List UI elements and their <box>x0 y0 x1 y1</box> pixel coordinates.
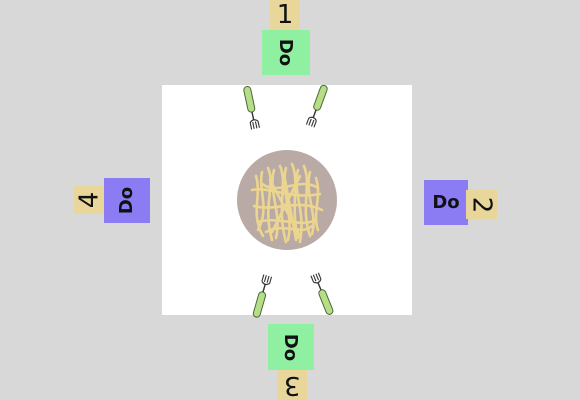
seat-4-number-label: 4 <box>74 191 105 209</box>
seat-2-number-label: 2 <box>466 196 497 213</box>
seat-3-number-label: 3 <box>283 370 301 400</box>
dining-table <box>162 85 412 315</box>
seat-1-number: 1 <box>270 0 300 30</box>
seat-1-number-label: 1 <box>276 0 294 30</box>
seat-4-marker: Do <box>116 186 138 215</box>
seat-2-card[interactable]: Do <box>424 180 468 225</box>
seat-1-marker: Do <box>275 38 297 67</box>
seat-4-number: 4 <box>74 186 105 214</box>
seat-1-card[interactable]: Do <box>262 30 310 75</box>
seat-2-number: 2 <box>466 190 497 219</box>
seat-3-card[interactable]: Do <box>268 324 314 370</box>
seat-2-marker: Do <box>432 192 460 213</box>
seat-3-marker: Do <box>280 333 302 361</box>
seat-3-number: 3 <box>277 370 307 400</box>
seat-4-card[interactable]: Do <box>104 178 150 223</box>
